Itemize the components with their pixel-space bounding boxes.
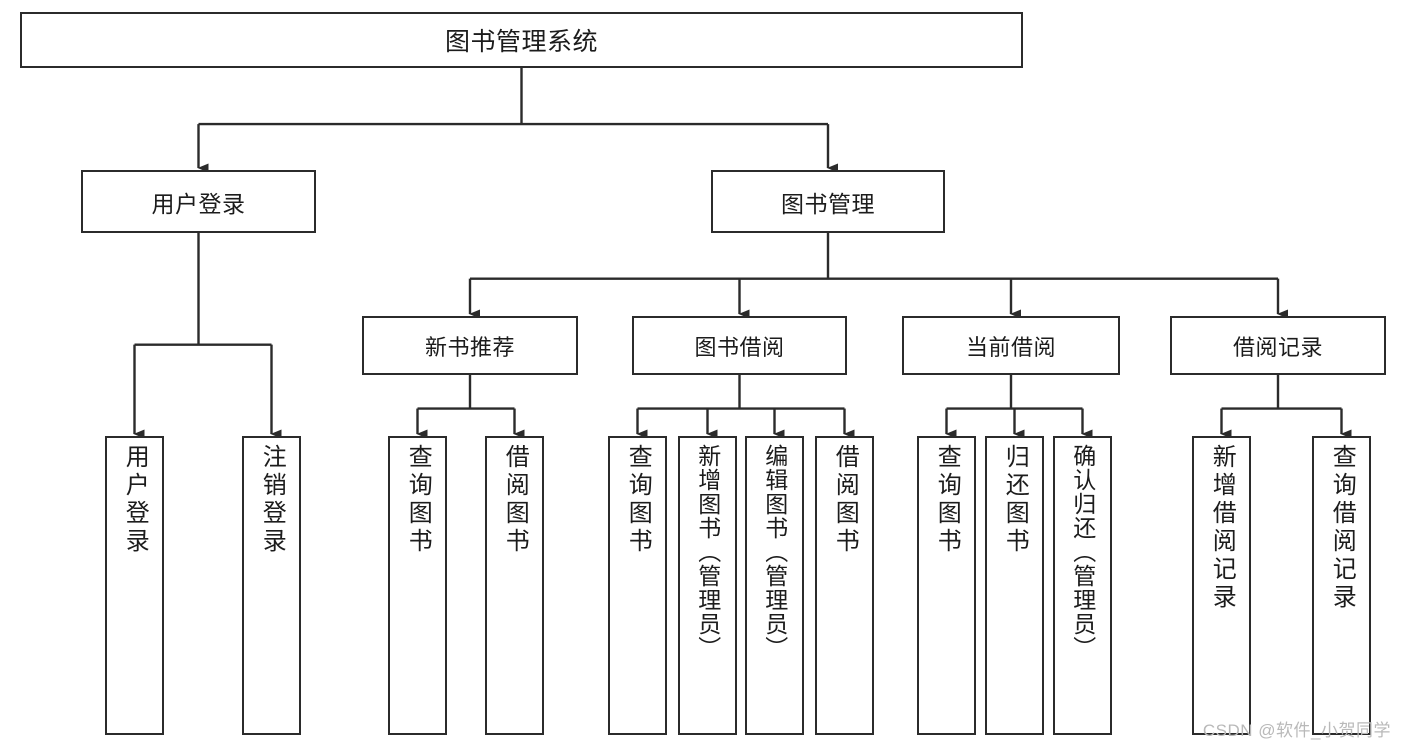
edge-bus-root (198, 68, 828, 126)
node-label: 新增图书（管理员） (694, 444, 721, 660)
node-label: 图书管理 (781, 190, 875, 217)
edge-bus-borrow-records (1221, 375, 1342, 410)
node-label: 图书借阅 (694, 334, 785, 360)
node-label: 查询图书 (624, 444, 652, 556)
watermark-text: CSDN @软件_小贺同学 (1202, 721, 1391, 740)
node-leaf-edit-book[interactable]: 编辑图书（管理员） (745, 436, 804, 735)
edge-bus-book-management (470, 233, 1278, 280)
node-label: 用户登录 (121, 444, 149, 556)
node-label: 借阅图书 (831, 444, 859, 556)
node-label: 归还图书 (1001, 444, 1029, 556)
node-leaf-user-login[interactable]: 用户登录 (105, 436, 164, 735)
node-label: 图书管理系统 (444, 28, 598, 56)
node-label: 当前借阅 (965, 334, 1056, 360)
node-new-book-recommend[interactable]: 新书推荐 (362, 316, 578, 375)
node-leaf-query-book-2[interactable]: 查询图书 (608, 436, 667, 735)
node-label: 新书推荐 (424, 334, 515, 360)
edge-bus-current-borrow (946, 375, 1083, 410)
node-label: 确认归还（管理员） (1069, 444, 1096, 660)
node-leaf-logout[interactable]: 注销登录 (242, 436, 301, 735)
node-leaf-borrow-book-2[interactable]: 借阅图书 (815, 436, 874, 735)
node-leaf-return-book[interactable]: 归还图书 (985, 436, 1044, 735)
node-label: 查询图书 (933, 444, 961, 556)
node-current-borrow[interactable]: 当前借阅 (902, 316, 1120, 375)
node-leaf-add-book[interactable]: 新增图书（管理员） (678, 436, 737, 735)
node-label: 新增借阅记录 (1208, 444, 1236, 612)
node-leaf-confirm-return[interactable]: 确认归还（管理员） (1053, 436, 1112, 735)
node-book-borrow[interactable]: 图书借阅 (632, 316, 847, 375)
edge-bus-book-borrow (637, 375, 845, 410)
node-leaf-query-book-1[interactable]: 查询图书 (388, 436, 447, 735)
node-label: 查询图书 (404, 444, 432, 556)
node-leaf-borrow-book-1[interactable]: 借阅图书 (485, 436, 544, 735)
node-book-management[interactable]: 图书管理 (711, 170, 945, 233)
node-label: 借阅图书 (501, 444, 529, 556)
edge-group (133, 68, 1352, 439)
node-leaf-query-record[interactable]: 查询借阅记录 (1312, 436, 1371, 735)
node-borrow-records[interactable]: 借阅记录 (1170, 316, 1386, 375)
node-label: 注销登录 (258, 444, 286, 556)
node-label: 借阅记录 (1232, 334, 1323, 360)
edge-bus-new-book-recommend (417, 375, 515, 410)
node-user-login[interactable]: 用户登录 (81, 170, 316, 233)
node-leaf-query-book-3[interactable]: 查询图书 (917, 436, 976, 735)
edge-bus-user-login (134, 233, 272, 346)
node-label: 查询借阅记录 (1328, 444, 1356, 612)
node-root[interactable]: 图书管理系统 (20, 12, 1023, 68)
node-leaf-add-record[interactable]: 新增借阅记录 (1192, 436, 1251, 735)
node-label: 用户登录 (151, 190, 246, 217)
node-label: 编辑图书（管理员） (761, 444, 788, 660)
